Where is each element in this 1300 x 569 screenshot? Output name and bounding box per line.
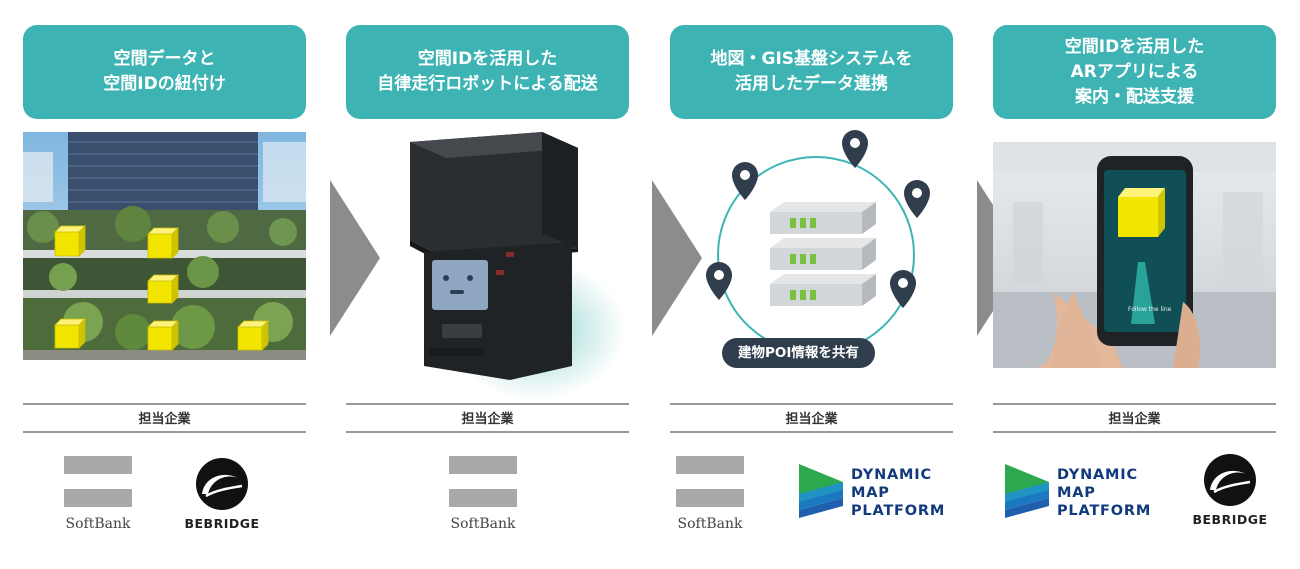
step-2-title-line-2: 自律走行ロボットによる配送: [377, 74, 598, 94]
divider: [670, 431, 953, 433]
dmp-logo-line-2: MAP: [1057, 485, 1096, 501]
dmp-mark-icon: [1005, 464, 1049, 518]
dmp-logo-line-3: PLATFORM: [1057, 503, 1152, 519]
step-3-header: 地図・GIS基盤システムを 活用したデータ連携: [670, 25, 953, 119]
server-icon: [770, 238, 876, 270]
divider: [993, 403, 1276, 405]
ar-app-image: [993, 142, 1276, 368]
yellow-cube-icon: [147, 227, 179, 259]
yellow-cube-icon: [147, 320, 179, 351]
divider: [346, 403, 629, 405]
divider: [23, 403, 306, 405]
server-icon: [770, 274, 876, 306]
bebridge-logo-text: BEBRIDGE: [184, 516, 260, 531]
divider: [670, 403, 953, 405]
bebridge-logo: BEBRIDGE: [182, 456, 262, 536]
softbank-logo-text: SoftBank: [65, 516, 131, 532]
company-label: 担当企業: [785, 412, 838, 427]
softbank-logo: SoftBank: [670, 456, 750, 538]
softbank-logo-text: SoftBank: [677, 516, 743, 532]
bebridge-logo-text: BEBRIDGE: [1192, 512, 1268, 527]
bebridge-mark-icon: [1204, 454, 1256, 506]
company-label: 担当企業: [138, 412, 191, 427]
step-1-title-line-2: 空間IDの紐付け: [103, 74, 226, 94]
dmp-logo-line-3: PLATFORM: [851, 503, 946, 519]
yellow-cube-icon: [237, 320, 269, 351]
divider: [346, 431, 629, 433]
follow-line-text: Follow the line: [1128, 306, 1172, 313]
company-label: 担当企業: [1108, 412, 1161, 427]
company-label: 担当企業: [461, 412, 514, 427]
step-4-title-line-3: 案内・配送支援: [1075, 86, 1194, 107]
yellow-cube-icon: [54, 318, 86, 349]
yellow-cube-icon: [147, 274, 179, 304]
step-4-title-line-1: 空間IDを活用した: [1064, 36, 1205, 57]
dmp-logo-line-1: DYNAMIC: [851, 467, 932, 483]
divider: [993, 431, 1276, 433]
bebridge-logo: BEBRIDGE: [1190, 452, 1270, 532]
bebridge-mark-icon: [196, 458, 248, 510]
poi-share-badge: 建物POI情報を共有: [722, 338, 875, 368]
softbank-logo-text: SoftBank: [450, 516, 516, 532]
step-3-title-line-2: 活用したデータ連携: [735, 74, 888, 94]
dynamic-map-platform-logo: DYNAMIC MAP PLATFORM: [1003, 464, 1163, 524]
map-pin-icon: [890, 270, 916, 308]
arrow-icon: [652, 180, 702, 336]
step-1-header: 空間データと 空間IDの紐付け: [23, 25, 306, 119]
step-1-title-line-1: 空間データと: [113, 49, 216, 69]
divider: [23, 431, 306, 433]
step-2-header: 空間IDを活用した 自律走行ロボットによる配送: [346, 25, 629, 119]
dmp-mark-icon: [799, 464, 843, 518]
step-2-title-line-1: 空間IDを活用した: [417, 49, 558, 69]
softbank-logo: SoftBank: [443, 456, 523, 538]
dynamic-map-platform-logo: DYNAMIC MAP PLATFORM: [797, 464, 957, 524]
map-pin-icon: [706, 262, 732, 300]
step-3-title-line-1: 地図・GIS基盤システムを: [710, 49, 913, 69]
step-4-header: 空間IDを活用した ARアプリによる 案内・配送支援: [993, 25, 1276, 119]
yellow-cube-icon: [54, 225, 86, 257]
map-pin-icon: [732, 162, 758, 200]
arrow-icon: [330, 180, 380, 336]
softbank-logo: SoftBank: [58, 456, 138, 538]
step-4-title-line-2: ARアプリによる: [1070, 61, 1199, 82]
server-icon: [770, 202, 876, 234]
map-pin-icon: [842, 130, 868, 168]
robot-image: [346, 130, 629, 400]
map-pin-icon: [904, 180, 930, 218]
dmp-logo-line-1: DYNAMIC: [1057, 467, 1138, 483]
dmp-logo-line-2: MAP: [851, 485, 890, 501]
server-network-diagram: [690, 130, 940, 370]
